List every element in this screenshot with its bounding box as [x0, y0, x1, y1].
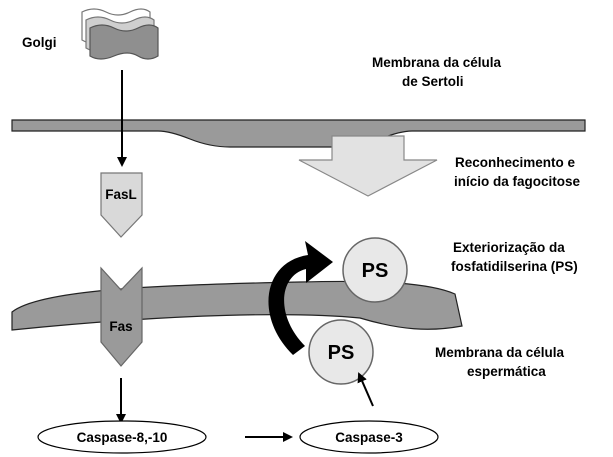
golgi-label: Golgi	[22, 35, 57, 50]
ps-exposed-circle	[342, 237, 408, 303]
recognition-block-arrow	[298, 135, 438, 197]
fas-label: Fas	[109, 319, 132, 334]
golgi-icon	[81, 8, 159, 60]
sertoli-membrane	[11, 119, 586, 148]
recognition-label-line1: Reconhecimento e	[455, 155, 576, 170]
ps-exposed-label: PS	[362, 260, 389, 282]
sperm-membrane-label-line1: Membrana da célula	[435, 345, 565, 360]
ps-flip-curved-arrow	[268, 241, 333, 355]
sertoli-membrane-label-line1: Membrana da célula	[372, 55, 502, 70]
caspase-3-ellipse	[299, 420, 439, 454]
caspase3-to-ps-arrow	[357, 372, 374, 407]
caspase-8-10-label: Caspase-8,-10	[77, 430, 168, 445]
caspase-8-10-ellipse	[37, 420, 207, 454]
sperm-membrane-label-line2: espermática	[467, 364, 546, 379]
ps-label-line1: Exteriorização da	[453, 240, 565, 255]
sertoli-membrane-label-line2: de Sertoli	[402, 74, 464, 89]
fas-receptor-shape	[100, 266, 143, 367]
ps-inner-label: PS	[328, 342, 355, 364]
fasl-shape	[100, 172, 143, 238]
caspase-3-label: Caspase-3	[335, 430, 403, 445]
recognition-label-line2: início da fagocitose	[454, 174, 581, 189]
ps-inner-circle	[308, 319, 374, 385]
ps-label-line2: fosfatidilserina (PS)	[451, 259, 578, 274]
fasl-label: FasL	[105, 187, 137, 202]
